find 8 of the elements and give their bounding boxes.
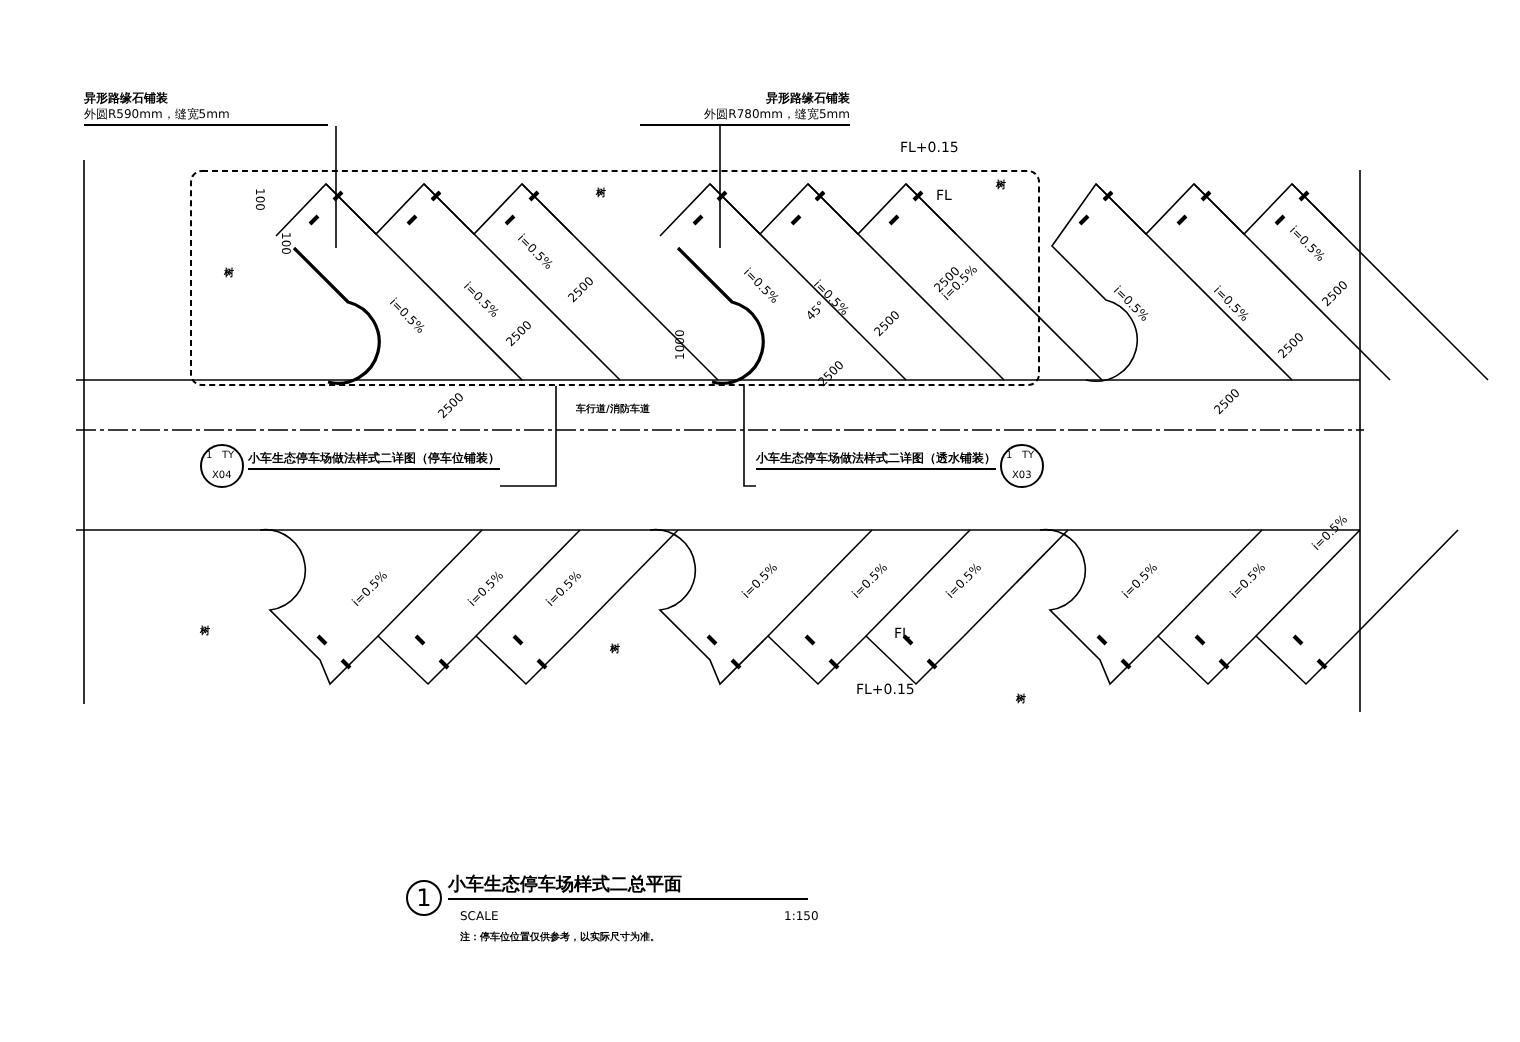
callout-line <box>499 385 557 487</box>
leader-line <box>719 125 721 249</box>
view-number: 1 <box>406 880 442 916</box>
callout-line <box>743 385 757 487</box>
leader-line <box>335 125 337 249</box>
detail-boundary <box>190 170 1040 386</box>
curb-arc <box>292 246 381 385</box>
drawing-title: 小车生态停车场样式二总平面 <box>448 876 808 900</box>
